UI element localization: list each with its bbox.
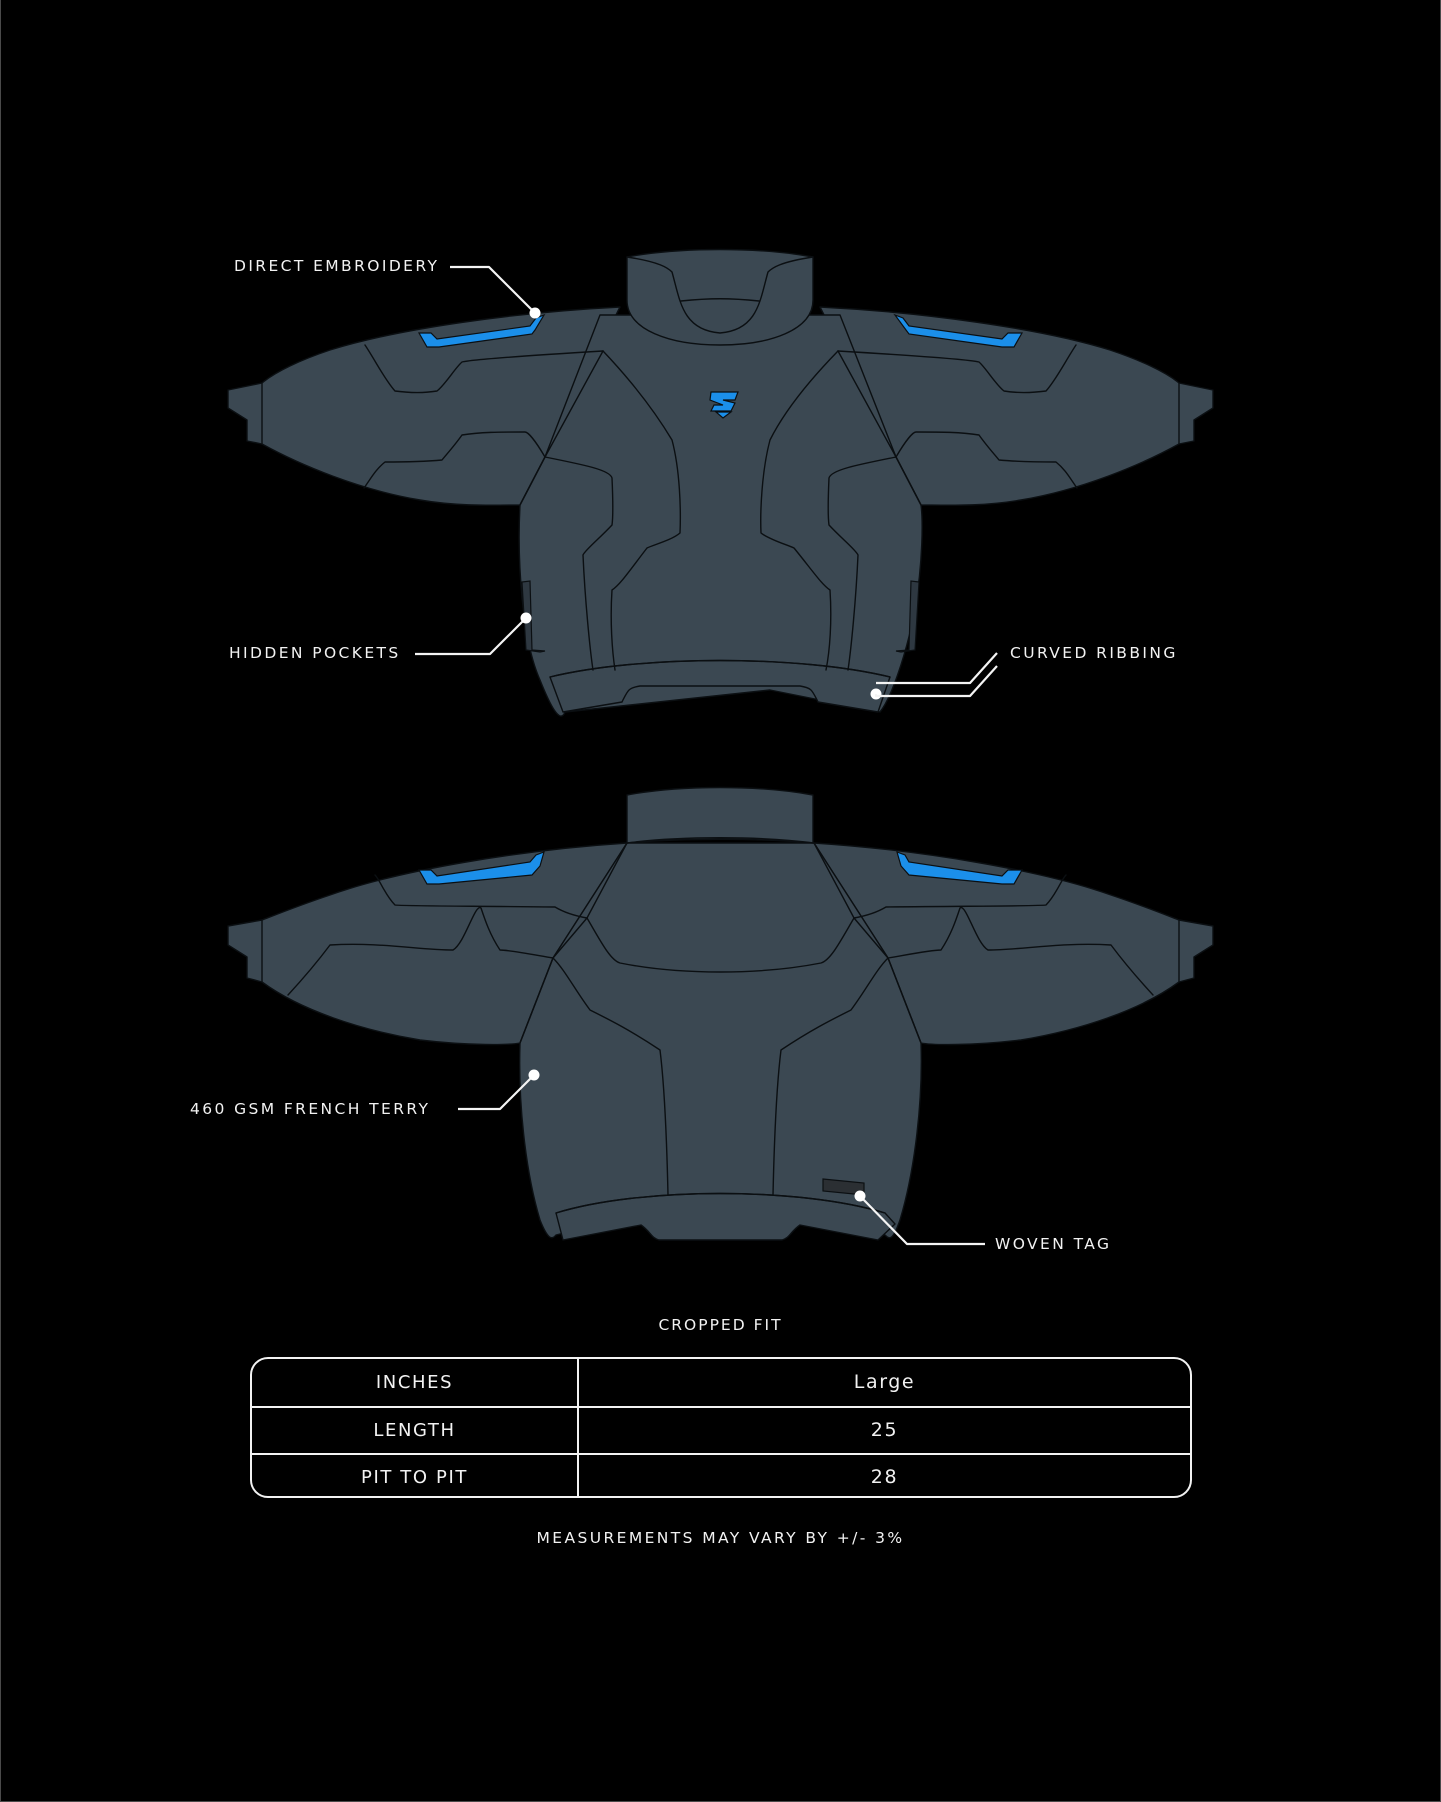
front-collar (626, 248, 814, 346)
size-chart-table: INCHES Large LENGTH 25 PIT TO PIT 28 (250, 1357, 1192, 1498)
callout-hidden-pockets: HIDDEN POCKETS (229, 644, 401, 662)
size-chart-row: LENGTH 25 (252, 1406, 1190, 1453)
size-chart-row: PIT TO PIT 28 (252, 1453, 1190, 1496)
front-body (518, 314, 923, 717)
back-right-sleeve (813, 842, 1214, 1046)
measurement-label: LENGTH (252, 1408, 579, 1453)
back-collar (626, 786, 814, 844)
callout-curved-ribbing: CURVED RIBBING (1010, 644, 1178, 662)
back-left-sleeve (227, 842, 628, 1046)
front-garment (227, 248, 1214, 717)
hidden-pocket-left (521, 580, 546, 653)
embroidery-patch-icon (896, 851, 1024, 885)
embroidery-patch-icon (417, 851, 545, 885)
embroidery-patch-icon (893, 313, 1024, 348)
callout-leaders (415, 265, 998, 1246)
hidden-pocket-right (895, 580, 920, 653)
callout-woven-tag: WOVEN TAG (995, 1235, 1112, 1253)
fit-title: CROPPED FIT (658, 1316, 783, 1334)
callout-direct-embroidery: DIRECT EMBROIDERY (234, 257, 440, 275)
brand-logo-icon (709, 391, 739, 419)
size-header: Large (853, 1371, 916, 1393)
measurement-value: 25 (870, 1419, 899, 1441)
measurement-label: PIT TO PIT (252, 1455, 579, 1496)
back-garment (227, 786, 1214, 1241)
unit-header: INCHES (252, 1359, 579, 1406)
measurement-disclaimer: MEASUREMENTS MAY VARY BY +/- 3% (536, 1529, 905, 1547)
size-chart-header-row: INCHES Large (252, 1359, 1190, 1406)
measurement-value: 28 (870, 1466, 899, 1488)
callout-french-terry: 460 GSM FRENCH TERRY (190, 1100, 431, 1118)
embroidery-patch-icon (417, 313, 546, 348)
